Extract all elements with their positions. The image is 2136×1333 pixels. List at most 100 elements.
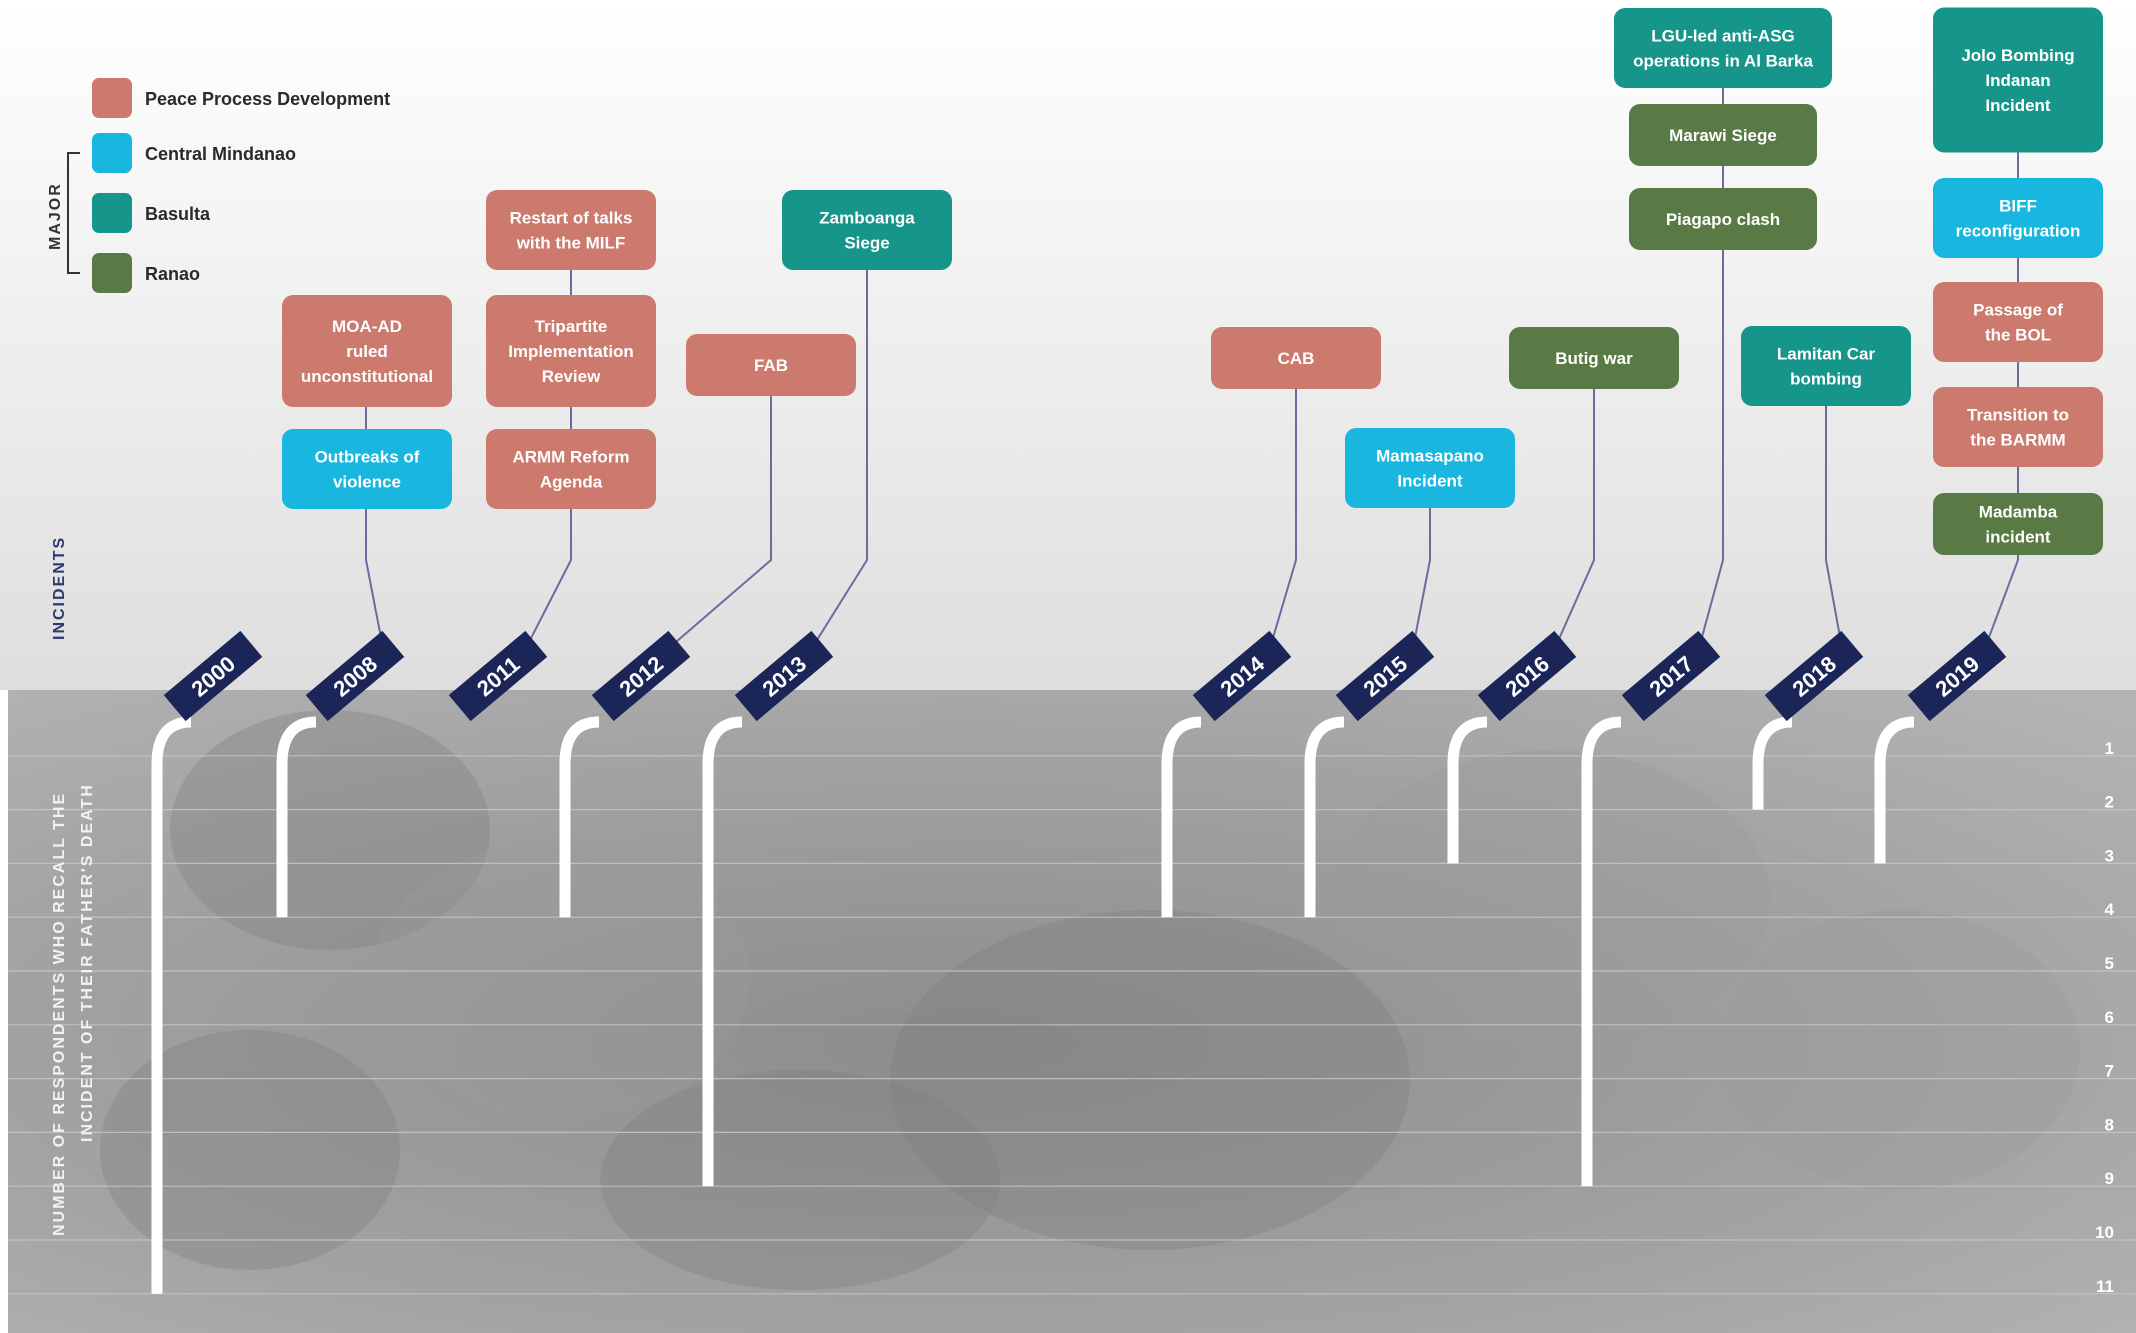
respondent-bar-2012 [559, 716, 600, 918]
respondent-bar-2008 [276, 716, 317, 918]
legend-label: Ranao [145, 264, 200, 284]
legend-label: Peace Process Development [145, 89, 390, 109]
photo-shade [170, 710, 490, 950]
y-tick-label: 10 [2095, 1223, 2114, 1242]
y-tick-label: 7 [2105, 1062, 2114, 1081]
respondent-bar-2017 [1581, 716, 1622, 1187]
major-label: MAJOR [47, 182, 64, 250]
y-tick-label: 11 [2096, 1277, 2114, 1296]
incident-label: Agenda [540, 473, 603, 492]
incident-label: Passage of [1973, 301, 2063, 320]
incident-label: unconstitutional [301, 367, 433, 386]
incident-box [282, 295, 452, 407]
respondent-bar-2019 [1874, 716, 1915, 864]
y-tick-label: 1 [2105, 739, 2114, 758]
legend-swatch [92, 133, 132, 173]
incident-box [1629, 104, 1817, 166]
incident-box [1933, 178, 2103, 258]
y-axis-label-line1: NUMBER OF RESPONDENTS WHO RECALL THE [51, 792, 68, 1236]
legend-label: Basulta [145, 204, 211, 224]
respondent-bar-2013 [702, 716, 743, 1187]
incident-box [1211, 327, 1381, 389]
incident-label: Jolo Bombing [1961, 46, 2074, 65]
incident-label: with the MILF [516, 234, 626, 253]
incident-box [782, 190, 952, 270]
year-tag-bg [1621, 630, 1721, 722]
incidents-axis-label: INCIDENTS [51, 536, 68, 640]
incident-label: Indanan [1985, 71, 2050, 90]
respondent-bar-2016 [1447, 716, 1488, 864]
incident-label: reconfiguration [1956, 222, 2081, 241]
incident-label: Restart of talks [510, 209, 633, 228]
incident-label: Butig war [1555, 349, 1633, 368]
incident-label: Mamasapano [1376, 447, 1484, 466]
incident-label: Tripartite [535, 317, 608, 336]
year-tag-bg [1477, 630, 1577, 722]
year-tag-bg [1192, 630, 1292, 722]
year-tag-bg [734, 630, 834, 722]
y-tick-label: 3 [2105, 846, 2114, 865]
incident-label: Siege [844, 234, 889, 253]
incident-box [486, 429, 656, 509]
incident-box [1933, 387, 2103, 467]
incident-box [1509, 327, 1679, 389]
photo-shade [1330, 750, 1770, 1050]
y-tick-label: 2 [2105, 793, 2114, 812]
connector-line-2013 [811, 200, 868, 649]
incident-label: Review [542, 367, 601, 386]
incident-label: the BOL [1985, 326, 2051, 345]
legend-swatch [92, 253, 132, 293]
incident-label: Zamboanga [819, 209, 915, 228]
connector-line-2014 [1269, 337, 1297, 649]
incident-label: Marawi Siege [1669, 126, 1777, 145]
incident-label: LGU-led anti-ASG [1651, 27, 1795, 46]
year-column-2000: 2000 [151, 630, 263, 1294]
year-tag-bg [1907, 630, 2007, 722]
legend-swatch [92, 193, 132, 233]
incident-label: Implementation [508, 342, 634, 361]
y-tick-label: 8 [2105, 1115, 2114, 1134]
y-tick-label: 6 [2105, 1008, 2114, 1027]
incident-label: operations in Al Barka [1633, 52, 1813, 71]
incident-label: CAB [1278, 349, 1315, 368]
connector-line-2012 [668, 344, 772, 649]
year-tag-bg [591, 630, 691, 722]
legend-label: Central Mindanao [145, 144, 296, 164]
respondent-bar-2014 [1161, 716, 1202, 918]
year-tag-bg [1335, 630, 1435, 722]
year-tag-bg [305, 630, 405, 722]
respondent-bar-2015 [1304, 716, 1345, 918]
incident-label: Incident [1397, 472, 1463, 491]
incident-box [1933, 7, 2103, 153]
photo-shade [890, 910, 1410, 1250]
incident-label: Madamba [1979, 503, 2058, 522]
incident-box [1345, 428, 1515, 508]
incident-label: Piagapo clash [1666, 210, 1780, 229]
incident-box [486, 295, 656, 407]
y-tick-label: 4 [2105, 900, 2115, 919]
incident-label: Incident [1985, 96, 2051, 115]
connector-line-2016 [1554, 337, 1595, 649]
year-tag-bg [448, 630, 548, 722]
legend-swatch [92, 78, 132, 118]
incident-label: the BARMM [1970, 431, 2065, 450]
incident-label: Outbreaks of [315, 448, 420, 467]
incident-box [1741, 326, 1911, 406]
incident-label: Lamitan Car [1777, 345, 1876, 364]
incident-label: FAB [754, 356, 788, 375]
year-tag-bg [1764, 630, 1864, 722]
incident-box [1614, 8, 1832, 88]
incident-label: incident [1985, 528, 2051, 547]
incident-label: BIFF [1999, 197, 2037, 216]
incident-box [1629, 188, 1817, 250]
photo-shade [100, 1030, 400, 1270]
photo-shade [370, 840, 750, 1120]
incident-label: bombing [1790, 370, 1862, 389]
incident-label: ruled [346, 342, 388, 361]
